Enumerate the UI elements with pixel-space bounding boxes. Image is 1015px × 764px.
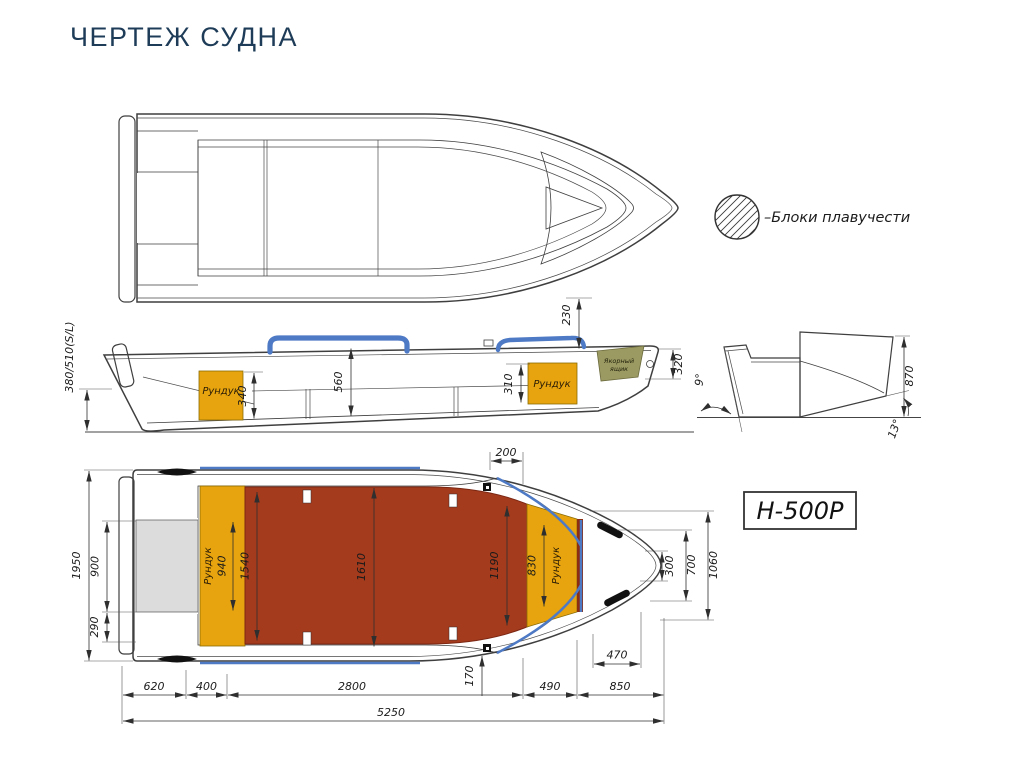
model-badge: Н-500Р [743,491,857,530]
dim-floor-mid: 1610 [355,553,368,581]
dim-seg-620: 620 [144,680,165,693]
transom-plate [118,476,135,655]
legend-label: –Блоки плавучести [764,210,910,226]
locker-fwd-plan-label: Рундук [551,547,562,584]
hull-side [102,345,660,432]
cleat-top [157,468,197,476]
stern-well-plan [135,519,199,613]
flare-arc [700,402,732,415]
dim-seg-2800: 2800 [338,680,366,693]
dim-edge-offset: 170 [463,666,476,687]
bow-deck-hatch [540,151,634,265]
anchor-box-label-1: Якорный [603,357,634,365]
dim-gunwale: 200 [496,446,517,459]
dim-section-height: 870 [903,366,916,387]
bow-section-lines [799,332,885,417]
bow-rails [496,476,583,655]
extension-lines [79,297,681,390]
frame-marks [302,489,458,646]
stern-block-lines [137,130,199,286]
dim-seg-850: 850 [610,680,631,693]
page-title: ЧЕРТЕЖ СУДНА [70,22,299,52]
dim-locker-aft-length: 940 [216,556,229,577]
model-badge-box [743,491,857,530]
locker-fwd-side [527,362,578,405]
dim-total-length: 5250 [377,706,405,719]
dim-beam: 1950 [70,552,83,580]
seat-line [251,385,530,392]
section-view: 9° 870 13° [692,331,921,440]
bow-triangle [545,186,604,230]
model-badge-label: Н-500Р [757,497,845,525]
bow-section [799,331,894,418]
dim-bow-inner: 300 [663,556,676,577]
hull-plan-buoyancy [132,469,662,662]
dim-rail-height: 230 [560,305,573,326]
dim-deadrise-angle: 13° [885,417,904,440]
dim-floor-aft: 1540 [239,552,252,580]
dim-seg-490: 490 [540,680,561,693]
gunwale-line [106,350,652,360]
dim-side-section: 290 [88,617,101,638]
legend: –Блоки плавучести [714,194,910,240]
motor-bracket [111,343,135,388]
transom-cap [118,115,136,303]
bow-handle-top [597,521,623,539]
plan-extension-lines [84,452,714,724]
dim-bow-deck: 470 [607,649,628,662]
locker-aft-plan-label: Рундук [203,547,214,584]
deck-cleat [483,339,494,347]
dim-cockpit-depth: 560 [332,372,345,393]
plan-view: 1950 900 290 Рундук 940 1540 1610 1190 8… [70,446,720,724]
dim-flare-angle: 9° [692,373,706,387]
stern-well [137,173,197,243]
bow-handle-bottom [604,589,630,607]
cockpit-white [197,139,627,277]
dim-locker-fwd-height: 310 [502,374,515,395]
locker-aft-label: Рундук [202,386,239,397]
dim-bow-outer: 1060 [707,551,720,579]
transom-section-lines [724,348,800,415]
locker-fwd-label: Рундук [533,379,570,390]
hull-inner-line [137,117,673,299]
bench-lines [263,140,379,276]
top-view [118,113,679,303]
locker-aft-side [198,370,244,421]
side-view: Рундук Рундук Якорный ящик 380/510(S/L) … [63,297,694,433]
dim-seg-400: 400 [196,680,217,693]
deadrise-arc [903,397,913,417]
hull-outline-top [136,113,679,303]
cleat-bottom [157,655,197,663]
dim-locker-fwd-length: 830 [526,555,539,576]
grab-handle-aft [267,335,410,355]
length-chain [123,692,664,724]
chine-line [146,407,600,424]
seat-supports [305,387,459,419]
bow-eye [646,360,654,368]
dim-transom-height: 380/510(S/L) [63,321,76,392]
anchor-box [596,345,645,382]
dim-floor-fwd: 1190 [488,552,501,580]
rail-mounts [483,483,491,652]
sheer-rails [200,466,420,665]
buoyancy-swatch-icon [714,194,760,240]
grab-rail-bow [495,335,587,353]
cockpit-contour [198,146,607,270]
dim-locker-aft-height: 340 [236,386,249,407]
anchor-box-label-2: ящик [610,365,628,373]
dim-bow-height: 320 [672,354,685,375]
dim-bow-mid: 700 [685,555,698,576]
dim-cockpit-width: 900 [89,556,102,577]
